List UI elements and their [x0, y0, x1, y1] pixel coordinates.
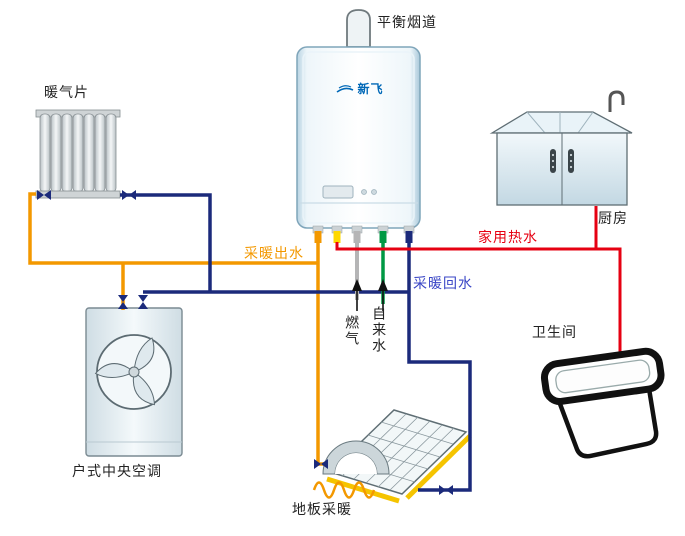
floor-heating-coil	[312, 481, 376, 499]
brand-name: 新飞	[357, 82, 384, 96]
label-radiator: 暖气片	[44, 84, 89, 100]
label-kitchen: 厨房	[598, 210, 628, 226]
kitchen-sink-unit	[489, 90, 633, 206]
boiler-brand-logo: 新飞	[322, 80, 398, 97]
stub-gas	[353, 231, 361, 243]
stub-heating-supply	[314, 231, 322, 243]
flow-arrow-icon	[352, 279, 362, 291]
boiler-knob	[361, 189, 367, 195]
flow-arrows	[352, 279, 388, 311]
label-gas: 燃气	[344, 315, 361, 347]
boiler-display	[322, 185, 354, 199]
brand-swoosh-icon	[337, 84, 354, 93]
flue-pipe	[346, 9, 371, 48]
label-tap-water: 自来水	[371, 306, 388, 354]
floor-heating-panel	[312, 409, 472, 504]
valve-icon	[118, 295, 128, 309]
radiator	[35, 109, 121, 199]
stub-heating-return	[405, 231, 413, 243]
boiler	[296, 46, 421, 229]
bathtub	[540, 347, 665, 459]
label-heating-supply: 采暖出水	[244, 245, 304, 261]
label-flue: 平衡烟道	[377, 14, 437, 30]
label-domestic-hot-water: 家用热水	[478, 229, 538, 245]
valve-icon	[122, 190, 136, 200]
ac-unit	[85, 307, 183, 457]
flow-arrow-icon	[378, 279, 388, 291]
label-bathroom: 卫生间	[532, 324, 577, 340]
label-central-ac: 户式中央空调	[72, 463, 162, 479]
boiler-connection-stubs	[312, 225, 415, 243]
pipe-hot-water	[335, 206, 622, 352]
faucet-icon	[608, 90, 625, 112]
boiler-knob	[371, 189, 377, 195]
label-floor-heating: 地板采暖	[292, 501, 352, 517]
label-heating-return: 采暖回水	[413, 275, 473, 291]
stub-tap-water	[379, 231, 387, 243]
valve-icon	[138, 295, 148, 309]
stub-hot-water	[333, 231, 341, 243]
valve-icon	[439, 485, 453, 495]
